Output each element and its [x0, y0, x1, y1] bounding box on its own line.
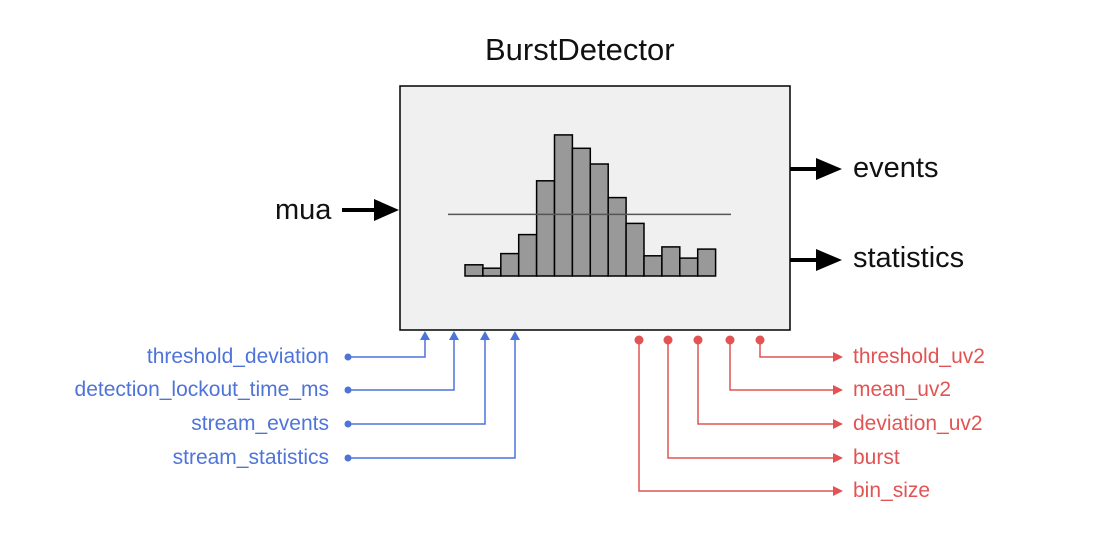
input-label-mua: mua	[275, 194, 332, 226]
histogram-bar	[679, 257, 699, 277]
histogram-bar	[482, 267, 502, 277]
output-arrow-statistics	[790, 249, 842, 271]
parameter-label-stream-statistics: stream_statistics	[172, 446, 329, 469]
published-connector-threshold-uv2	[755, 335, 843, 362]
published-label-mean-uv2: mean_uv2	[853, 378, 952, 401]
histogram-bar	[500, 252, 520, 277]
parameter-connector-stream-statistics	[344, 331, 520, 462]
parameter-label-detection-lockout-time-ms: detection_lockout_time_ms	[74, 378, 329, 401]
histogram-bar	[589, 163, 609, 277]
published-connector-deviation-uv2	[693, 335, 843, 429]
block-title: BurstDetector	[485, 32, 675, 67]
parameter-connector-detection-lockout	[344, 331, 459, 394]
published-label-deviation-uv2: deviation_uv2	[853, 412, 983, 435]
output-arrow-events	[790, 158, 842, 180]
histogram-bar	[696, 248, 717, 277]
published-label-bin-size: bin_size	[853, 479, 931, 502]
histogram-bar	[535, 180, 556, 277]
histogram-bar	[571, 147, 592, 277]
histogram-bar	[517, 233, 538, 277]
output-label-statistics: statistics	[853, 242, 965, 274]
histogram-bar	[661, 246, 681, 277]
parameter-label-threshold-deviation: threshold_deviation	[146, 345, 329, 368]
histogram-bar	[464, 264, 484, 277]
published-label-threshold-uv2: threshold_uv2	[853, 345, 985, 368]
published-connector-bin-size	[634, 335, 843, 496]
parameter-label-stream-events: stream_events	[191, 412, 329, 435]
parameter-connector-threshold-deviation	[344, 331, 430, 361]
histogram-bar	[643, 255, 663, 277]
published-connector-mean-uv2	[725, 335, 843, 395]
published-connector-burst	[663, 335, 843, 463]
histogram-bar	[625, 222, 645, 277]
input-arrow	[342, 199, 399, 221]
histogram-icon	[448, 134, 731, 277]
histogram-bar	[607, 196, 627, 277]
parameter-connector-stream-events	[344, 331, 490, 428]
published-label-burst: burst	[853, 446, 900, 469]
output-label-events: events	[853, 152, 939, 184]
histogram-bar	[553, 134, 574, 277]
